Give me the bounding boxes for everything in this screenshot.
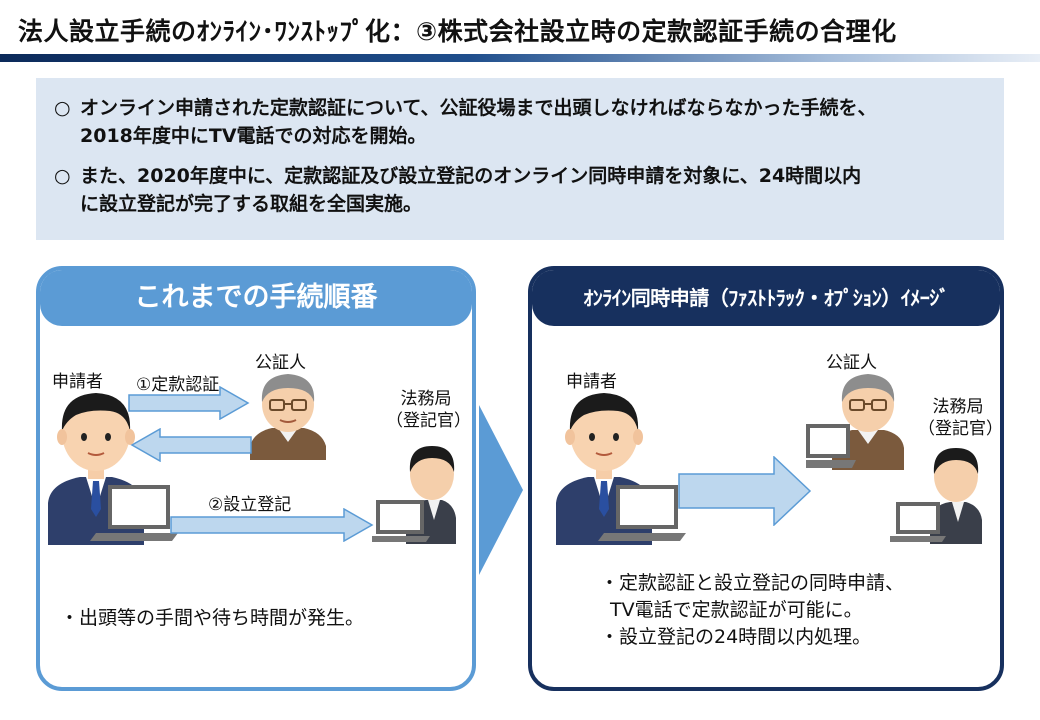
left-bureau-label: 法務局 （登記官） xyxy=(386,388,471,432)
step1-forward-arrow-icon xyxy=(128,386,250,420)
right-notary-label: 公証人 xyxy=(826,353,877,373)
right-note-line-2: TV電話で定款認証が可能に。 xyxy=(610,599,863,621)
left-notary-label: 公証人 xyxy=(255,353,306,373)
summary-item-1-line-1: オンライン申請された定款認証について、公証役場まで出頭しなければならなかった手続… xyxy=(80,97,877,119)
right-bureau-figure-icon xyxy=(890,448,982,544)
left-note: ・出頭等の手間や待ち時間が発生。 xyxy=(60,607,365,629)
previous-procedure-heading: これまでの手続順番 xyxy=(40,270,472,326)
left-bureau-figure-icon xyxy=(372,446,456,544)
right-bureau-label-line-2: （登記官） xyxy=(918,419,1003,439)
left-notary-figure-icon xyxy=(250,374,326,460)
title-rule xyxy=(0,54,1040,62)
step1-label: ①定款認証 xyxy=(136,375,220,395)
right-applicant-label: 申請者 xyxy=(566,372,617,392)
step2-label: ②設立登記 xyxy=(208,495,292,515)
summary-box: ○ オンライン申請された定款認証について、公証役場まで出頭しなければならなかった手… xyxy=(36,78,1004,240)
page-title: 法人設立手続のｵﾝﾗｲﾝ･ﾜﾝｽﾄｯﾌﾟ化：③株式会社設立時の定款認証手続の合理… xyxy=(18,17,897,46)
left-bureau-label-line-2: （登記官） xyxy=(386,411,471,431)
right-notary-figure-icon xyxy=(806,374,904,470)
bullet-circle-icon: ○ xyxy=(54,165,71,187)
step2-forward-arrow-icon xyxy=(170,508,374,542)
online-simultaneous-heading: ｵﾝﾗｲﾝ同時申請（ﾌｧｽﾄﾄﾗｯｸ・ｵﾌﾟｼｮﾝ）ｲﾒｰｼﾞ xyxy=(532,270,1000,326)
right-note-line-1: ・定款認証と設立登記の同時申請、 xyxy=(600,572,905,594)
right-bureau-label-line-1: 法務局 xyxy=(932,397,984,417)
summary-item-2: ○ また、2020年度中に、定款認証及び設立登記のオンライン同時申請を対象に、24… xyxy=(54,162,986,218)
left-applicant-label: 申請者 xyxy=(52,372,103,392)
right-note-line-3: ・設立登記の24時間以内処理。 xyxy=(600,626,872,648)
right-applicant-figure-icon xyxy=(556,393,686,545)
right-bureau-label: 法務局 （登記官） xyxy=(918,396,1003,440)
summary-item-1-line-2: 2018年度中にTV電話での対応を開始。 xyxy=(80,125,427,147)
right-note: ・定款認証と設立登記の同時申請、 TV電話で定款認証が可能に。 ・設立登記の24… xyxy=(600,570,904,651)
summary-item-1: ○ オンライン申請された定款認証について、公証役場まで出頭しなければならなかった手… xyxy=(54,94,986,150)
summary-item-2-line-2: に設立登記が完了する取組を全国実施。 xyxy=(80,193,423,215)
step1-return-arrow-icon xyxy=(130,428,252,462)
left-bureau-label-line-1: 法務局 xyxy=(400,389,452,409)
simultaneous-application-arrow-icon xyxy=(678,456,812,526)
transition-arrow-icon xyxy=(479,405,523,575)
summary-item-2-line-1: また、2020年度中に、定款認証及び設立登記のオンライン同時申請を対象に、24時… xyxy=(80,165,862,187)
bullet-circle-icon: ○ xyxy=(54,97,71,119)
left-applicant-figure-icon xyxy=(48,393,178,545)
